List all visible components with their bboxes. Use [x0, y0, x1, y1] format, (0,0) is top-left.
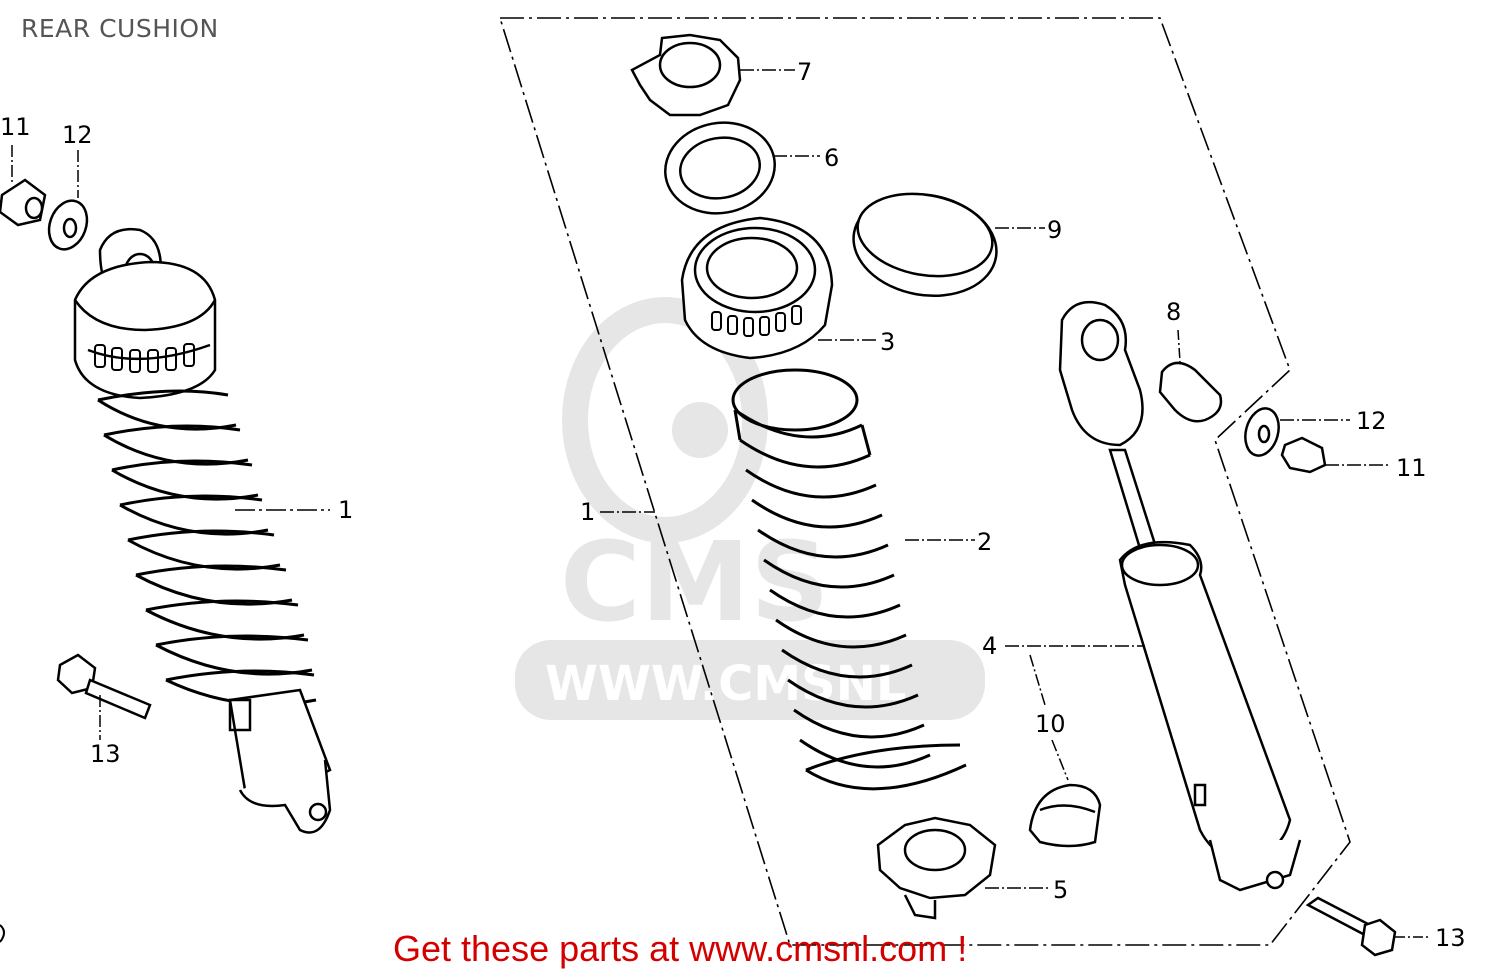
- watermark-logo: CMS WWW.CMSNL: [515, 297, 985, 720]
- watermark-url: WWW.CMSNL: [545, 656, 906, 712]
- callout-13-left: 13: [90, 740, 121, 768]
- diagram-title: REAR CUSHION: [21, 14, 219, 43]
- callout-12-right: 12: [1356, 407, 1387, 435]
- exploded-view-frame: [499, 17, 1351, 946]
- part-12-washer-right: [1244, 407, 1280, 457]
- callout-1-right: 1: [580, 498, 595, 526]
- callout-11-right: 11: [1396, 454, 1427, 482]
- callout-3: 3: [880, 328, 895, 356]
- part-2-spring: [731, 368, 967, 791]
- callout-6: 6: [824, 144, 839, 172]
- callout-10: 10: [1035, 710, 1066, 738]
- callout-4: 4: [982, 632, 997, 660]
- callout-11-left: 11: [0, 113, 31, 141]
- callout-9: 9: [1047, 216, 1062, 244]
- callout-5: 5: [1053, 876, 1068, 904]
- part-7-spring-collar: [630, 33, 742, 117]
- callout-13-right: 13: [1435, 924, 1466, 952]
- part-6-ring: [664, 121, 776, 215]
- part-9-band: [852, 192, 998, 298]
- callout-8: 8: [1166, 298, 1181, 326]
- part-3-spring-seat: [680, 216, 834, 360]
- part-5-lower-seat: [876, 816, 997, 920]
- part-4-damper: [1058, 300, 1302, 892]
- part-11-nut-left: [0, 178, 47, 227]
- part-12-washer-left: [47, 199, 89, 251]
- part-13-bolt-right: [1305, 896, 1397, 957]
- part-13-bolt-left: [56, 653, 152, 720]
- part-11-nut-right: [1280, 436, 1327, 474]
- assembled-rear-cushion: [73, 227, 332, 834]
- part-10-stopper: [1028, 783, 1102, 848]
- callout-1-left: 1: [338, 496, 353, 524]
- callout-7: 7: [797, 58, 812, 86]
- callout-12-left: 12: [62, 121, 93, 149]
- part-8-bushing: [1158, 361, 1223, 423]
- callout-2: 2: [977, 528, 992, 556]
- footer-link[interactable]: Get these parts at www.cmsnl.com !: [393, 928, 968, 969]
